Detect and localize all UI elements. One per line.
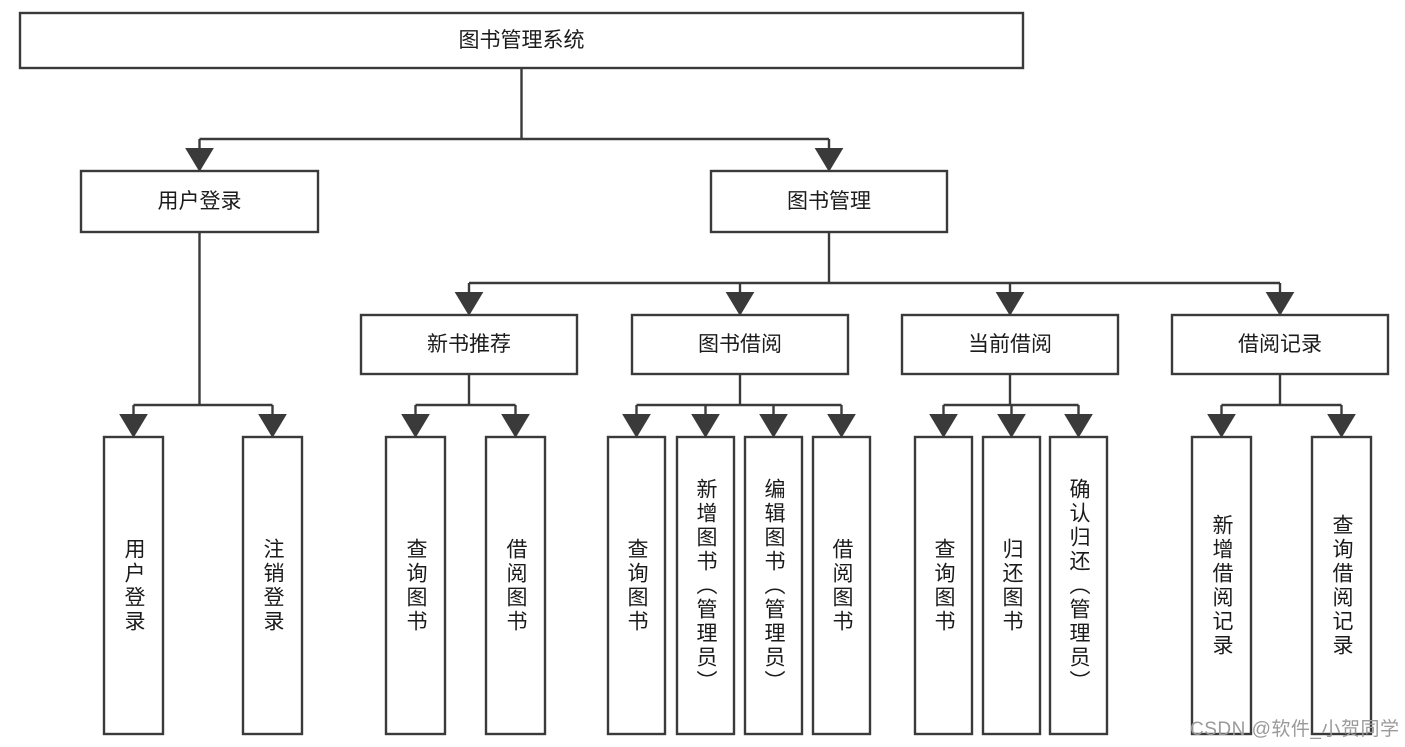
node-box-book-manage[interactable] (709, 169, 949, 234)
node-label-current-borrow: 当前借阅 (968, 333, 1052, 356)
node-box-leaf-query-book-borrow[interactable] (606, 435, 667, 736)
node-box-current-borrow[interactable] (900, 313, 1120, 376)
node-label-borrow-record: 借阅记录 (1238, 333, 1322, 356)
connectors-layer (119, 68, 1356, 438)
node-label-root: 图书管理系统 (459, 29, 585, 52)
node-box-leaf-add-record[interactable] (1190, 435, 1253, 736)
node-box-leaf-borrow-book-rec[interactable] (484, 435, 547, 736)
node-label-new-book-rec: 新书推荐 (427, 333, 511, 356)
node-box-borrow-record[interactable] (1170, 313, 1390, 376)
node-box-leaf-query-record[interactable] (1310, 435, 1373, 736)
node-label-book-borrow: 图书借阅 (698, 333, 782, 356)
node-box-leaf-add-book[interactable] (675, 435, 736, 736)
node-box-root[interactable] (18, 11, 1025, 70)
node-box-leaf-borrow-book[interactable] (811, 435, 872, 736)
csdn-watermark: CSDN @软件_小贺同学 (1190, 719, 1400, 740)
node-box-leaf-edit-book[interactable] (743, 435, 804, 736)
node-box-leaf-return-book[interactable] (981, 435, 1042, 736)
node-box-user-login[interactable] (79, 169, 320, 234)
node-box-new-book-rec[interactable] (359, 313, 579, 376)
node-box-leaf-query-book-cur[interactable] (913, 435, 974, 736)
node-box-leaf-confirm-return[interactable] (1048, 435, 1109, 736)
node-label-book-manage: 图书管理 (787, 190, 871, 213)
node-box-book-borrow[interactable] (630, 313, 850, 376)
boxes-layer (18, 11, 1390, 736)
node-box-leaf-query-book-rec[interactable] (384, 435, 447, 736)
node-box-leaf-logout[interactable] (241, 435, 304, 736)
node-box-leaf-user-login[interactable] (102, 435, 165, 736)
node-label-user-login: 用户登录 (158, 190, 242, 213)
